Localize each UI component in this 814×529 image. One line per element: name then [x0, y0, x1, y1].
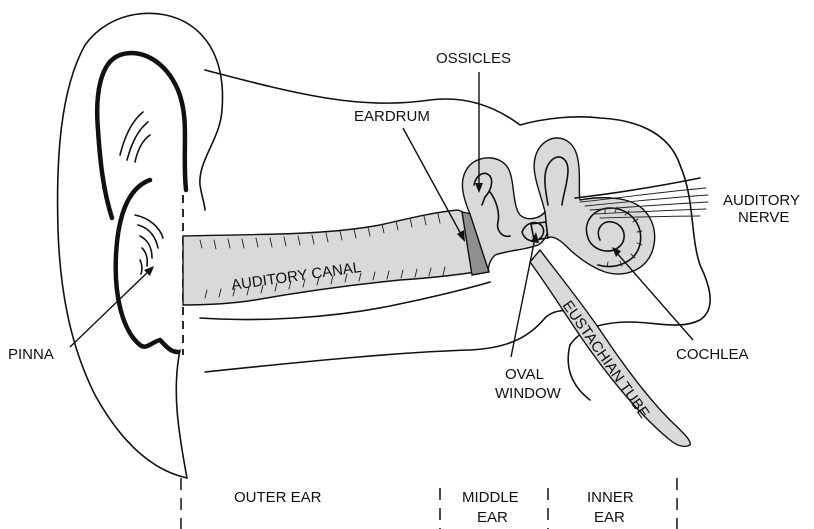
label-eustachian-tube: EUSTACHIAN TUBE: [559, 298, 653, 422]
concha-curve-5: [140, 260, 142, 274]
concha-curve-4: [142, 248, 147, 266]
label-cochlea: COCHLEA: [676, 346, 749, 363]
region-middle-ear-line1: MIDDLE: [462, 489, 519, 506]
pointer-cochlea: [616, 252, 693, 340]
eustachian-tube-shape: [530, 250, 690, 446]
region-outer-ear: OUTER EAR: [234, 489, 322, 506]
region-inner-ear-line2: EAR: [594, 509, 625, 526]
label-auditory-nerve-line2: NERVE: [738, 209, 789, 226]
concha-curve-1: [135, 215, 163, 238]
pinna-helix-rim: [97, 53, 186, 218]
region-inner-ear-line1: INNER: [587, 489, 634, 506]
label-pinna: PINNA: [8, 346, 54, 363]
pointer-pinna: [70, 270, 150, 347]
label-auditory-nerve-line1: AUDITORY: [723, 192, 800, 209]
label-oval-window-line1: OVAL: [505, 366, 544, 383]
pinna-inner-curve-3: [135, 135, 150, 162]
auditory-canal-shape: [183, 210, 487, 305]
pointer-oval-window: [511, 238, 535, 357]
label-ossicles: OSSICLES: [436, 50, 511, 67]
region-middle-ear-line2: EAR: [477, 509, 508, 526]
label-oval-window-line2: WINDOW: [495, 385, 562, 402]
label-eardrum: EARDRUM: [354, 108, 430, 125]
